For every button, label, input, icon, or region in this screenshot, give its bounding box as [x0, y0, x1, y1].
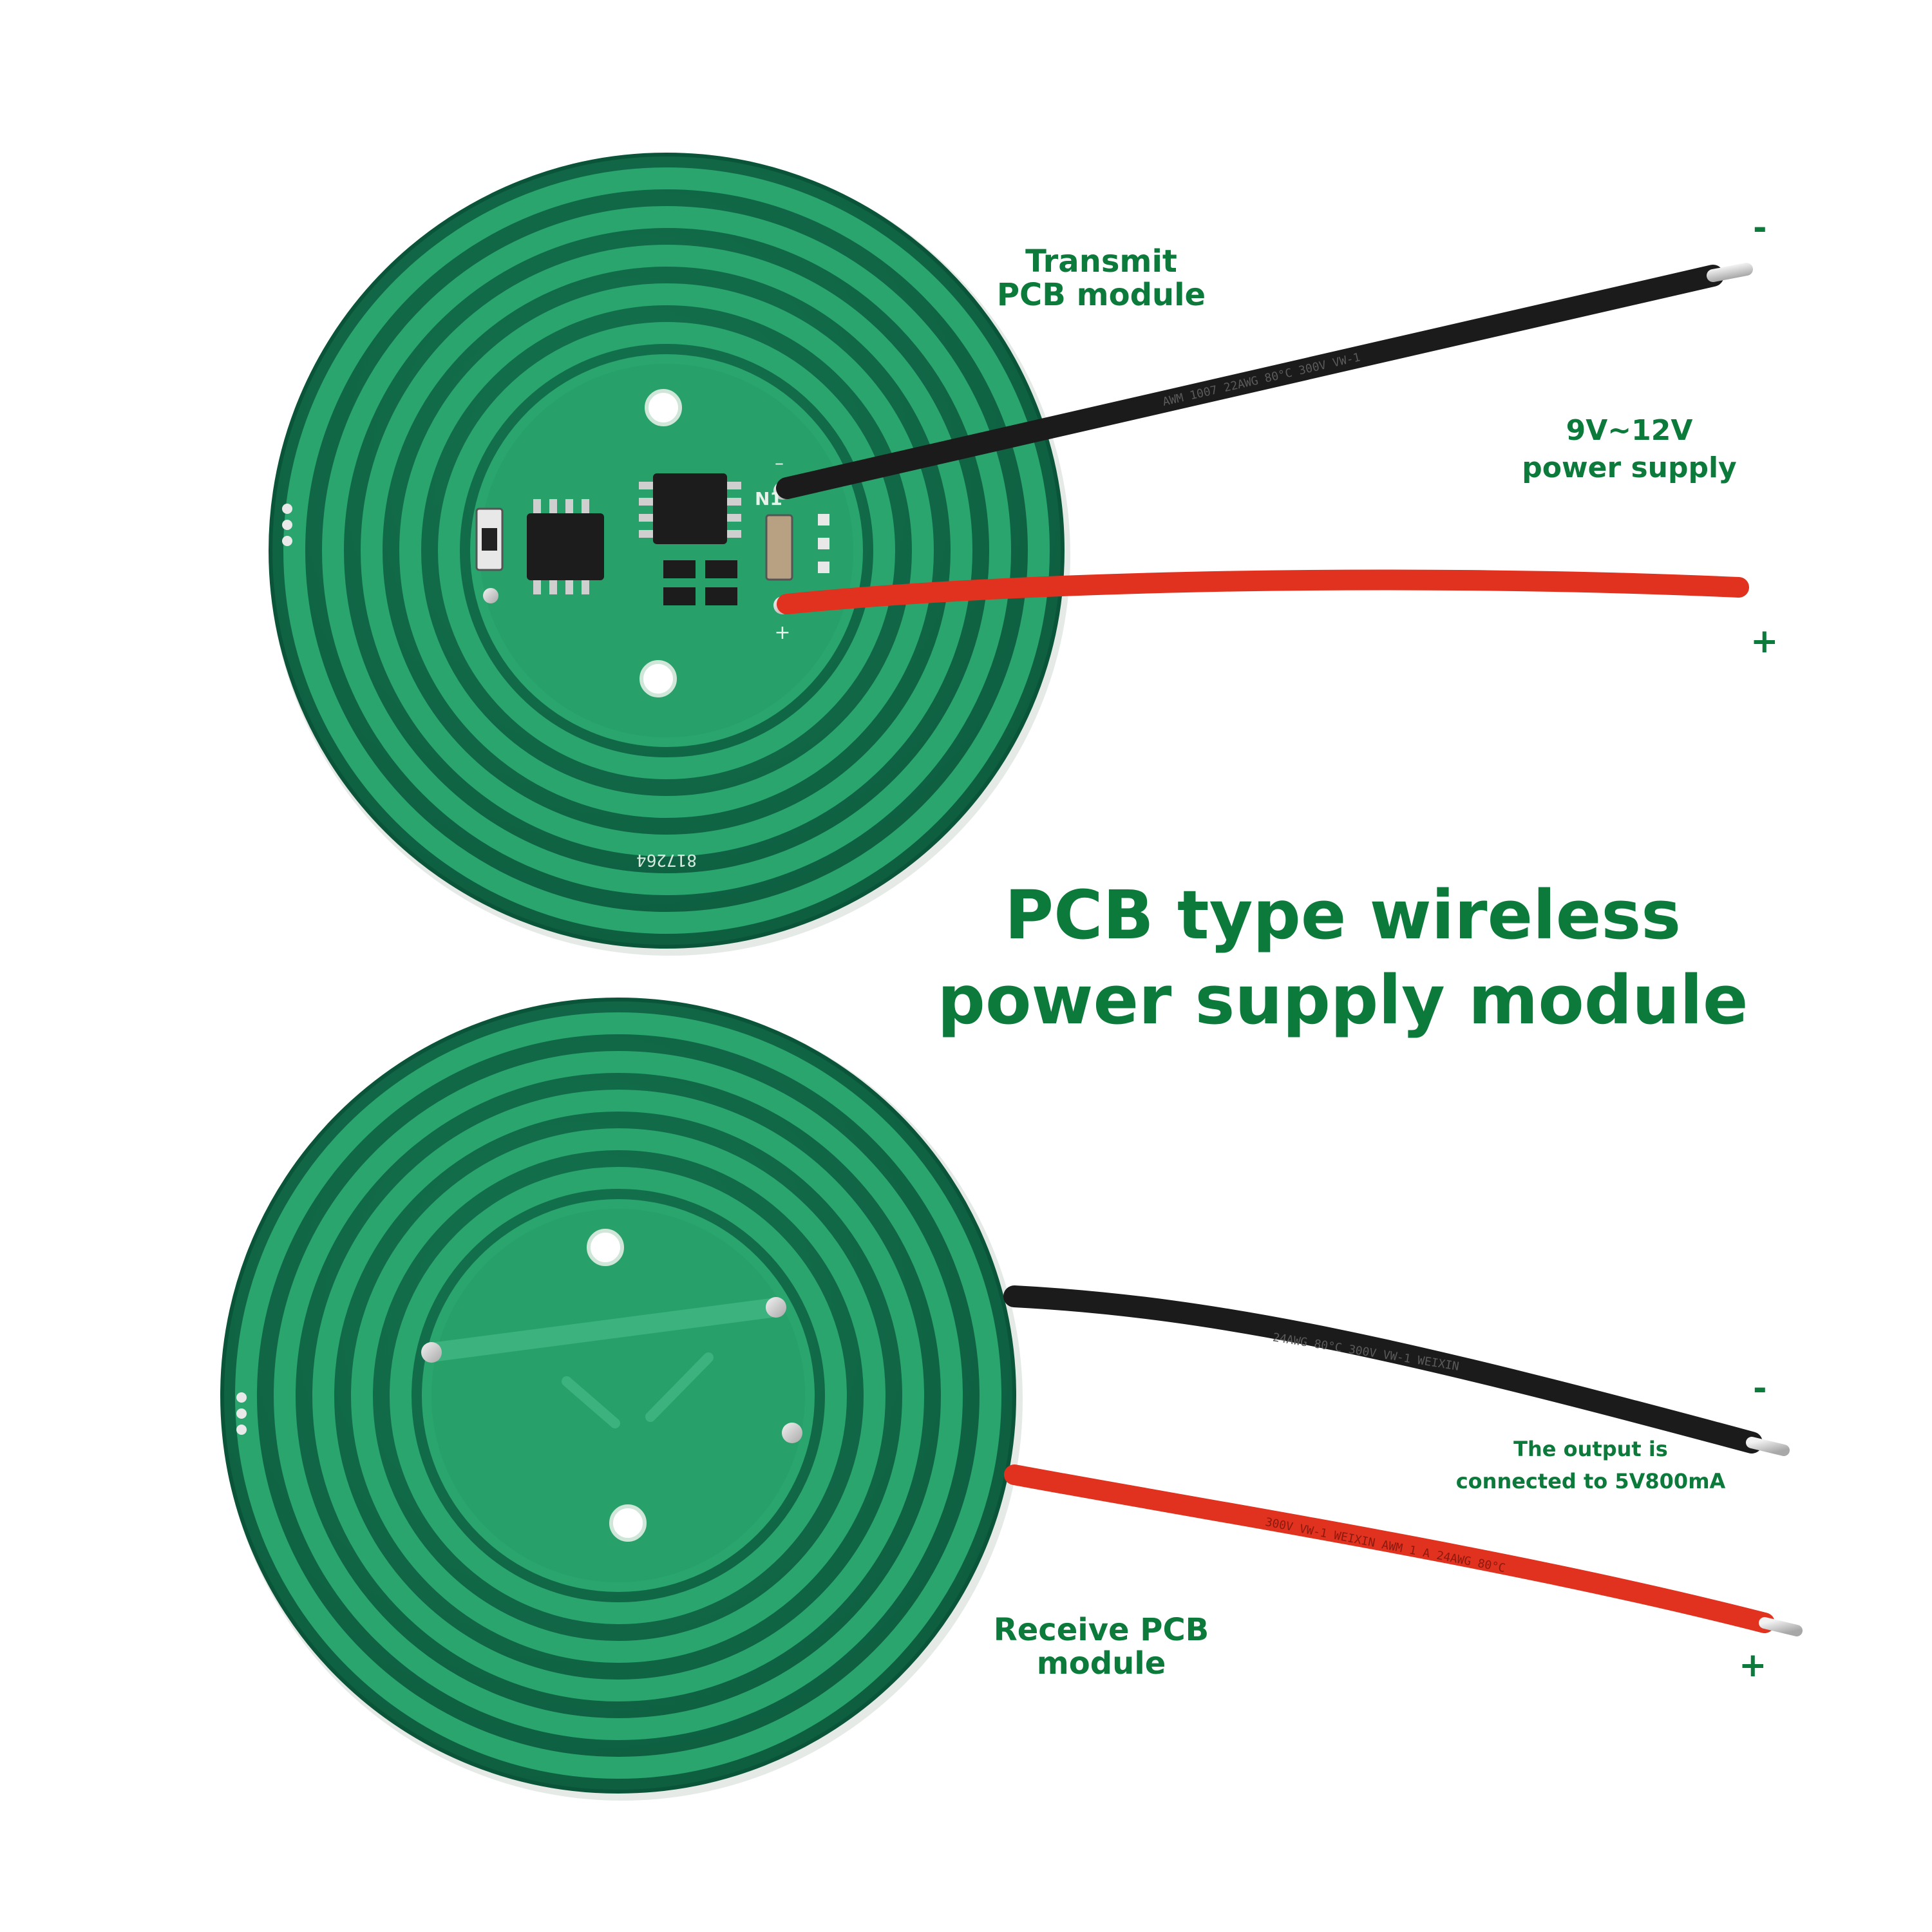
output-label: The output is connected to 5V800mA	[1417, 1433, 1765, 1497]
test-pads	[282, 504, 292, 546]
wire-print-red: 300V VW-1 WEIXIN AWM 1 A 24AWG 80°C	[1264, 1515, 1506, 1575]
receive-module-label: Receive PCB module	[966, 1613, 1236, 1680]
receive-positive-sign: +	[1739, 1646, 1767, 1685]
board-pad-plus: +	[774, 621, 790, 644]
receive-negative-sign: -	[1753, 1369, 1767, 1408]
mounting-hole	[587, 1229, 624, 1266]
transmit-module-label: Transmit PCB module	[966, 245, 1236, 312]
transmit-red-wire	[777, 569, 1778, 614]
receive-coil	[235, 1012, 1001, 1779]
test-pads	[236, 1392, 247, 1435]
receive-red-wire: 300V VW-1 WEIXIN AWM 1 A 24AWG 80°C	[1004, 1464, 1803, 1636]
back-traces	[422, 1298, 786, 1428]
transmit-negative-sign: -	[1753, 209, 1767, 247]
mounting-hole	[645, 389, 682, 426]
board-pad-minus: –	[775, 452, 784, 473]
board-code: 817264	[636, 850, 697, 869]
input-voltage-line-2: power supply	[1522, 451, 1737, 484]
receive-label-line-1: Receive PCB	[993, 1612, 1209, 1648]
mounting-hole	[609, 1504, 647, 1542]
receive-label-line-2: module	[1036, 1645, 1166, 1681]
ic-chip-1	[527, 499, 604, 594]
output-line-1: The output is	[1513, 1437, 1668, 1461]
wire-print-black: AWM 1007 22AWG 80°C 300V VW-1	[1161, 350, 1361, 409]
transmit-pcb-board: – + N1 817264 AWM 1007 22AWG 80°C 300V V…	[269, 153, 1778, 956]
transmit-coil	[283, 167, 1050, 934]
ic-chip-2	[639, 473, 741, 544]
title-line-1: PCB type wireless	[1004, 876, 1681, 954]
mounting-hole	[639, 660, 677, 697]
page-title: PCB type wireless power supply module	[914, 873, 1771, 1043]
receive-pcb-board: 24AWG 80°C 300V VW-1 WEIXIN 300V VW-1 WE…	[220, 998, 1803, 1801]
title-line-2: power supply module	[937, 961, 1748, 1039]
transmit-positive-sign: +	[1750, 622, 1779, 661]
transmit-label-line-1: Transmit	[1025, 243, 1177, 279]
receive-black-wire: 24AWG 80°C 300V VW-1 WEIXIN	[1003, 1285, 1790, 1456]
input-voltage-line-1: 9V~12V	[1566, 414, 1693, 447]
input-voltage-label: 9V~12V power supply	[1507, 412, 1752, 487]
output-line-2: connected to 5V800mA	[1455, 1469, 1726, 1493]
transmit-label-line-2: PCB module	[996, 277, 1206, 313]
